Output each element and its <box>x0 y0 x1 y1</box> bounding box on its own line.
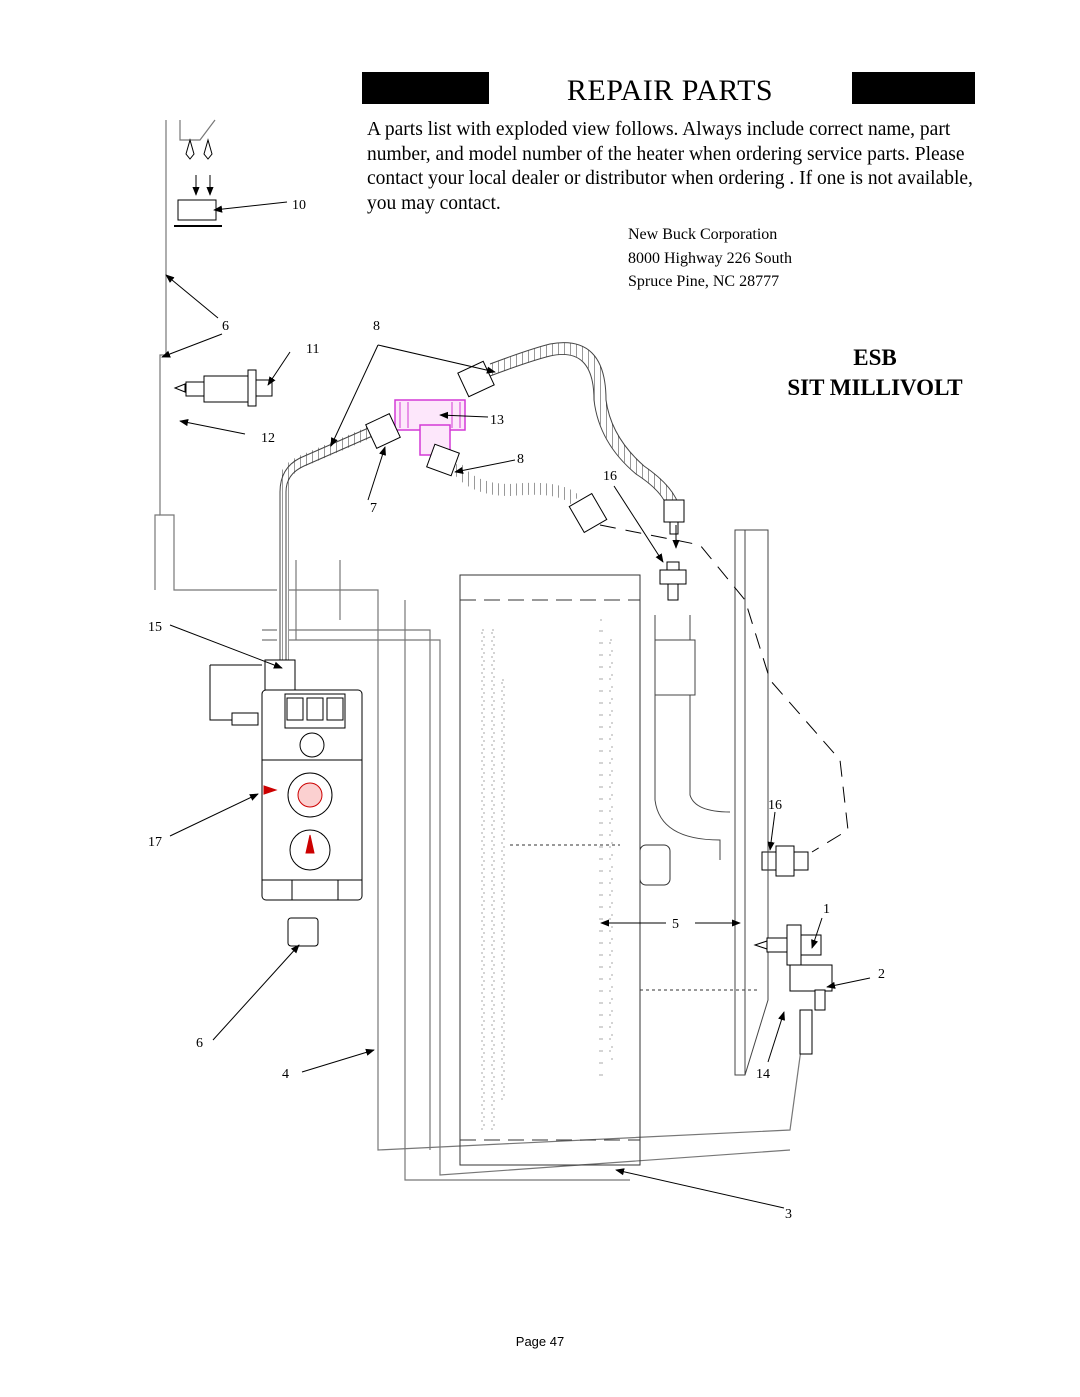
callout-label: 14 <box>756 1067 770 1082</box>
callout-label: 12 <box>261 431 275 446</box>
tee-fitting <box>365 360 685 535</box>
burner-port-dots <box>481 619 613 1131</box>
callout-label: 11 <box>306 342 319 357</box>
callout-label: 16 <box>603 469 617 484</box>
page-title: REPAIR PARTS <box>566 74 774 107</box>
header-bar-right <box>852 72 975 104</box>
pilot-assembly <box>753 924 833 1055</box>
intro-paragraph: A parts list with exploded view follows.… <box>367 119 973 214</box>
side-frame <box>734 529 769 1076</box>
callout-label: 6 <box>196 1036 203 1051</box>
thermocouple-part <box>173 369 273 407</box>
model-line-1: ESB <box>853 345 897 370</box>
header-bar-left <box>362 72 489 104</box>
model-line-2: SIT MILLIVOLT <box>787 375 963 400</box>
contact-city: Spruce Pine, NC 28777 <box>628 273 780 290</box>
contact-company: New Buck Corporation <box>628 226 778 243</box>
contact-street: 8000 Highway 226 South <box>628 249 792 267</box>
wire-connector-group <box>174 138 222 227</box>
burner-tube <box>654 615 731 860</box>
heater-panel <box>459 574 760 1166</box>
page-number: Page 47 <box>515 1334 565 1349</box>
flex-gas-lines <box>277 342 681 690</box>
callout-label: 4 <box>282 1067 289 1082</box>
callout-label: 2 <box>878 967 885 982</box>
callout-label: 8 <box>517 452 524 467</box>
wiring-harness <box>154 119 806 1181</box>
callout-label: 13 <box>490 413 504 428</box>
callout-labels: 10 6 11 8 12 13 8 16 7 15 16 17 5 1 2 6 … <box>148 198 885 1222</box>
callout-label: 7 <box>370 501 377 516</box>
callout-label: 15 <box>148 620 162 635</box>
model-heading: ESB SIT MILLIVOLT <box>775 343 975 403</box>
callout-label: 8 <box>373 319 380 334</box>
callout-label: 3 <box>785 1207 792 1222</box>
callout-label: 16 <box>768 798 782 813</box>
callout-leaders <box>161 201 871 1209</box>
callout-label: 1 <box>823 902 830 917</box>
callout-label: 5 <box>672 917 679 932</box>
callout-label: 10 <box>292 198 306 213</box>
contact-address: New Buck Corporation 8000 Highway 226 So… <box>628 223 792 294</box>
gas-valve <box>209 659 363 947</box>
orifice-fitting <box>659 561 809 877</box>
callout-label: 6 <box>222 319 229 334</box>
dashed-routing <box>599 524 849 853</box>
callout-label: 17 <box>148 835 162 850</box>
